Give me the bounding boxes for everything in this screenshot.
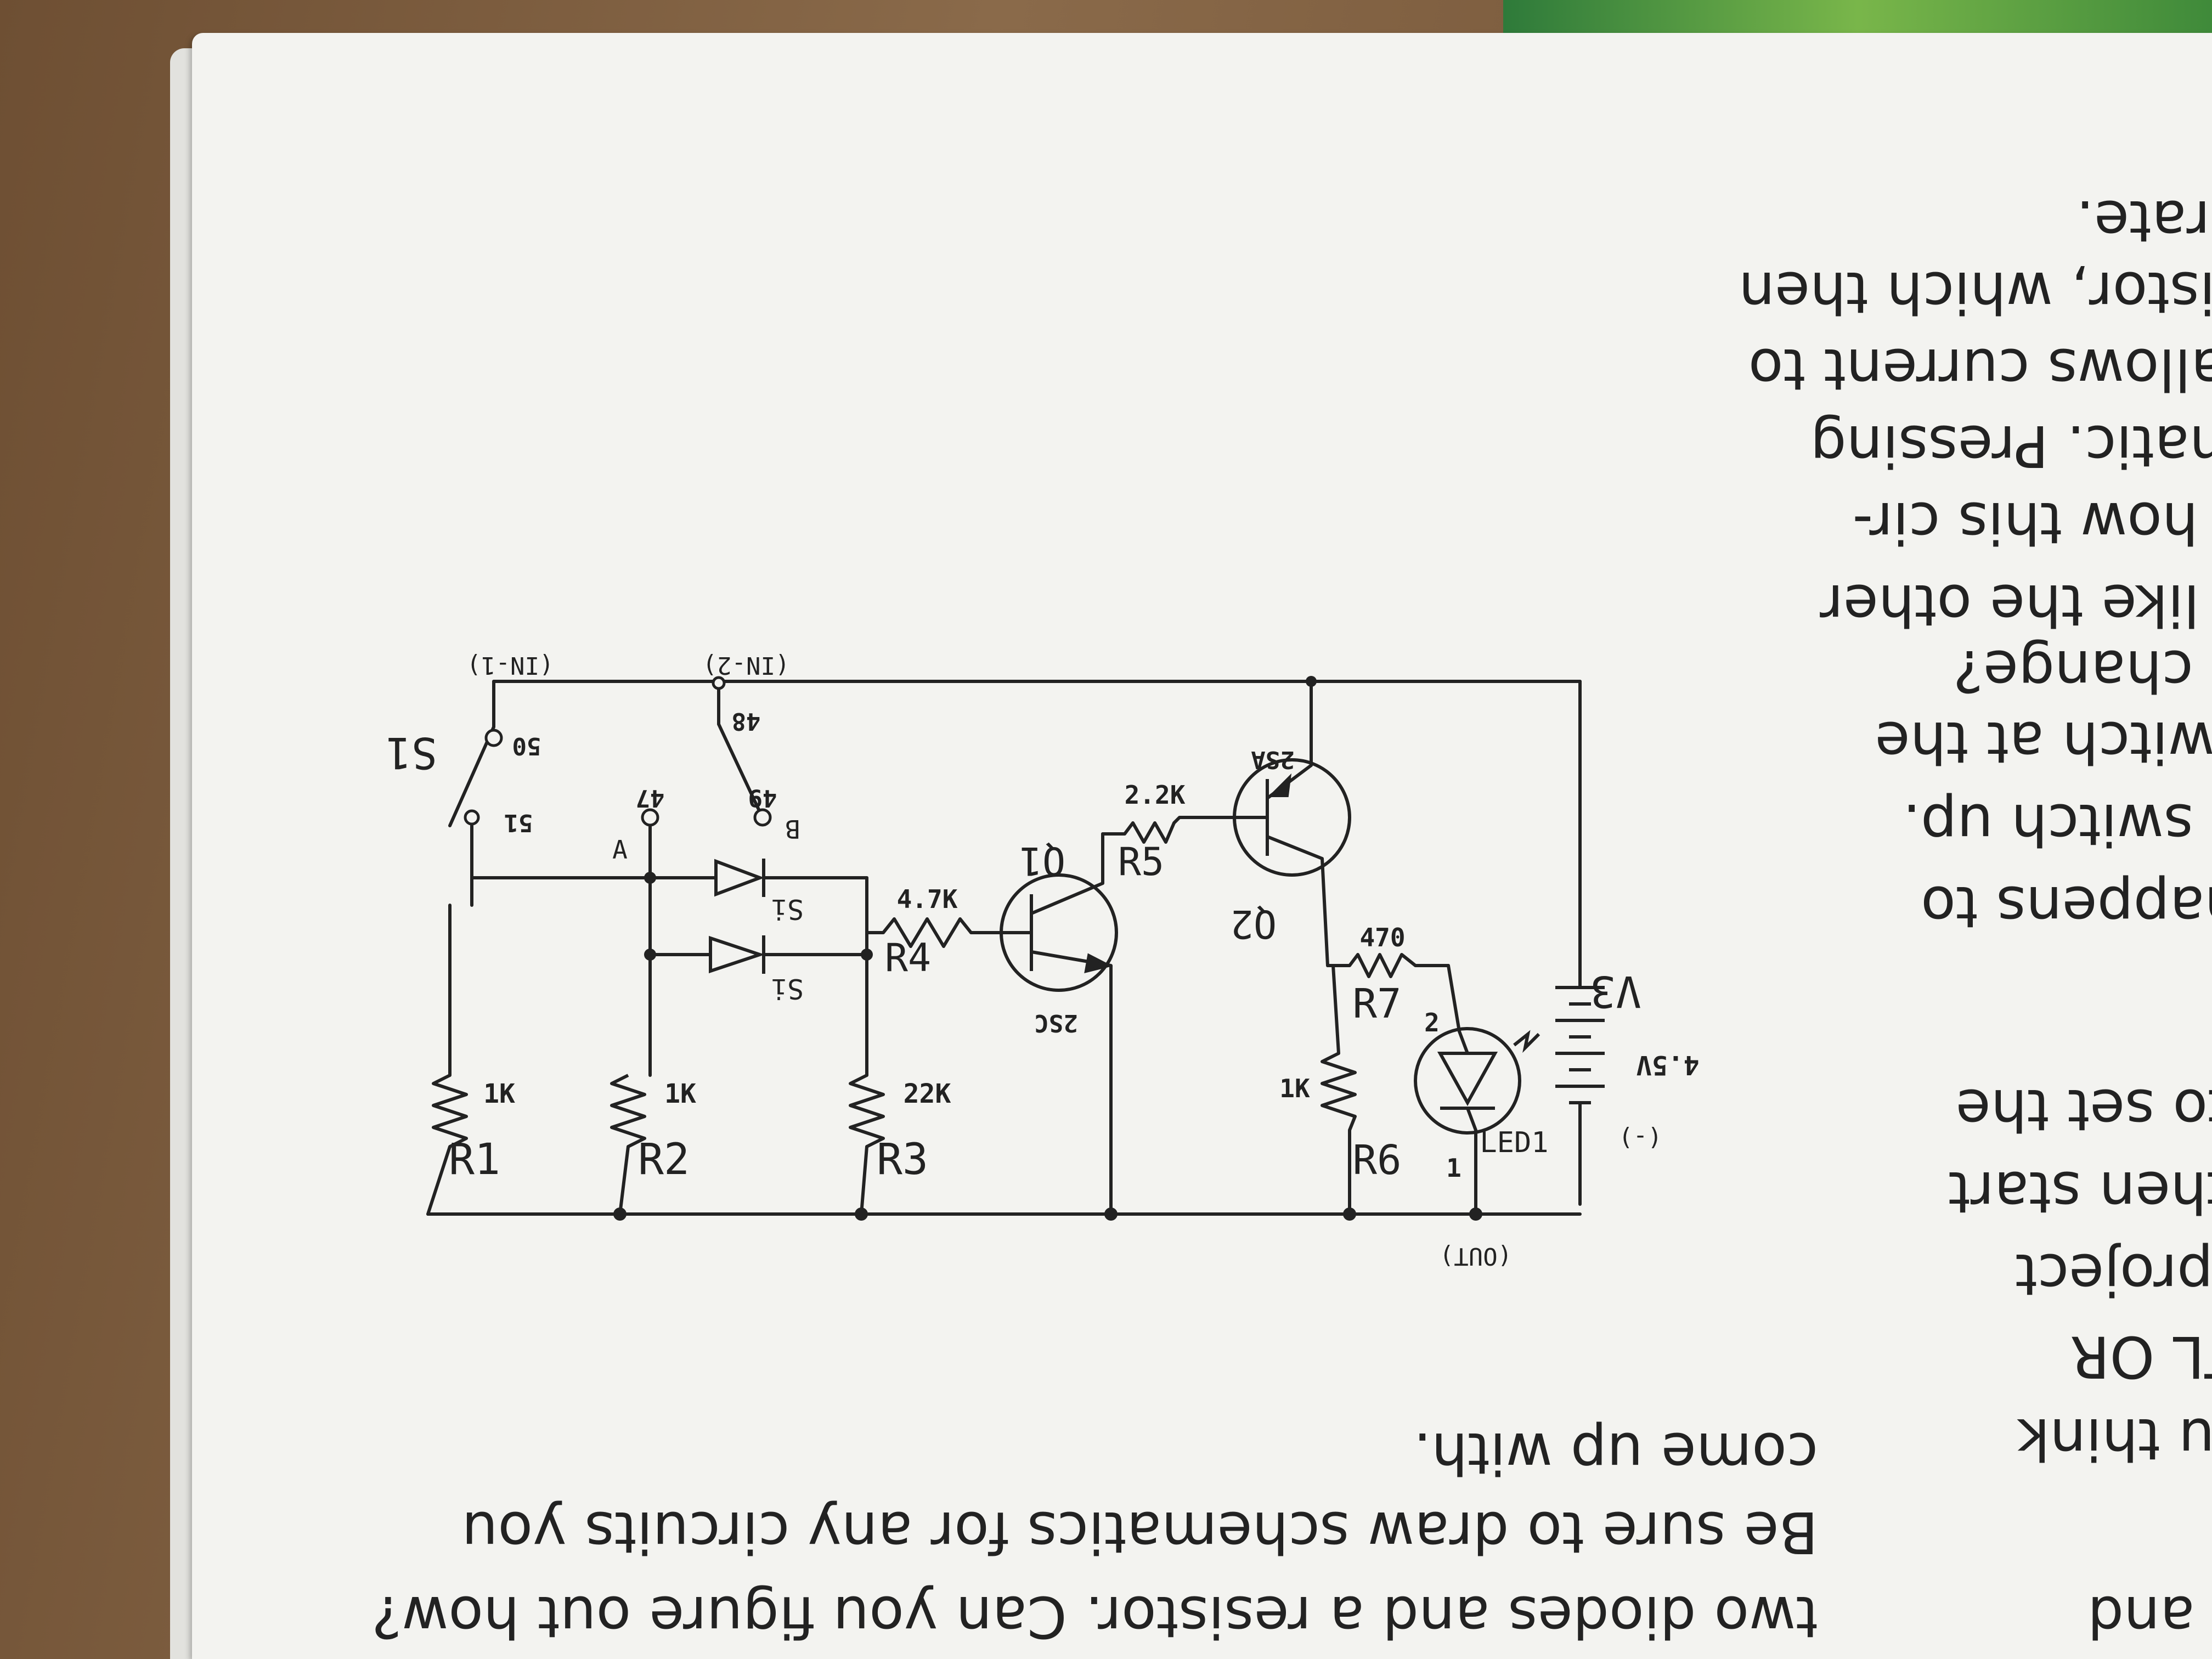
- r2-zigzag: [610, 1074, 646, 1148]
- label-r6-value: 1K: [1279, 1074, 1310, 1103]
- label-r4-value: 4.7K: [897, 884, 958, 914]
- label-led-pin1: 1: [1446, 1153, 1462, 1183]
- diode-1: [714, 859, 765, 897]
- label-r3-name: R3: [877, 1135, 928, 1184]
- label-r3-value: 22K: [904, 1079, 951, 1109]
- label-49: 49: [748, 784, 777, 812]
- r5-zigzag: [1123, 816, 1181, 844]
- label-si1: Si: [771, 893, 804, 925]
- label-r7-value: 470: [1359, 923, 1405, 952]
- label-r1-name: R1: [449, 1135, 500, 1184]
- label-b: B: [785, 814, 800, 844]
- label-r2-name: R2: [638, 1135, 690, 1184]
- label-47: 47: [636, 784, 665, 812]
- label-51: 51: [504, 809, 533, 837]
- label-48: 48: [732, 707, 761, 735]
- label-v3-name: V3: [1590, 966, 1641, 1015]
- label-r7-name: R7: [1352, 980, 1401, 1028]
- r3-zigzag: [849, 1074, 885, 1148]
- label-a: A: [612, 835, 628, 865]
- label-r5-name: R5: [1118, 839, 1164, 884]
- label-r1-value: 1K: [483, 1079, 515, 1109]
- label-r5-value: 2.2K: [1125, 780, 1186, 810]
- label-led-name: LED1: [1480, 1126, 1548, 1159]
- label-in1: (IN-1): [467, 651, 554, 679]
- label-q1-type: 2SC: [1034, 1009, 1077, 1037]
- manual-page: [192, 33, 2212, 1659]
- diode-2: [709, 935, 765, 974]
- label-out: (OUT): [1440, 1242, 1512, 1270]
- label-r2-value: 1K: [664, 1079, 696, 1109]
- label-s1: S1: [386, 727, 437, 777]
- label-q2-name: Q2: [1231, 901, 1277, 946]
- label-v3-voltage: 4.5V: [1636, 1049, 1700, 1080]
- led-circle: [1414, 1027, 1521, 1135]
- label-50: 50: [512, 732, 541, 760]
- label-in2: (IN-2): [703, 651, 790, 679]
- label-led-pin2: 2: [1424, 1008, 1440, 1037]
- r1-zigzag: [432, 1074, 468, 1148]
- label-v3-minus: (-): [1618, 1124, 1662, 1152]
- r4-zigzag: [882, 917, 973, 948]
- r6-zigzag: [1321, 1052, 1357, 1131]
- label-q2-type: 2SA: [1251, 746, 1294, 774]
- label-si2: Si: [771, 973, 804, 1005]
- q1-circle: [1000, 873, 1118, 992]
- label-q1-name: Q1: [1019, 838, 1065, 883]
- label-r4-name: R4: [885, 935, 931, 980]
- label-r6-name: R6: [1352, 1137, 1401, 1184]
- r7-zigzag: [1348, 953, 1417, 978]
